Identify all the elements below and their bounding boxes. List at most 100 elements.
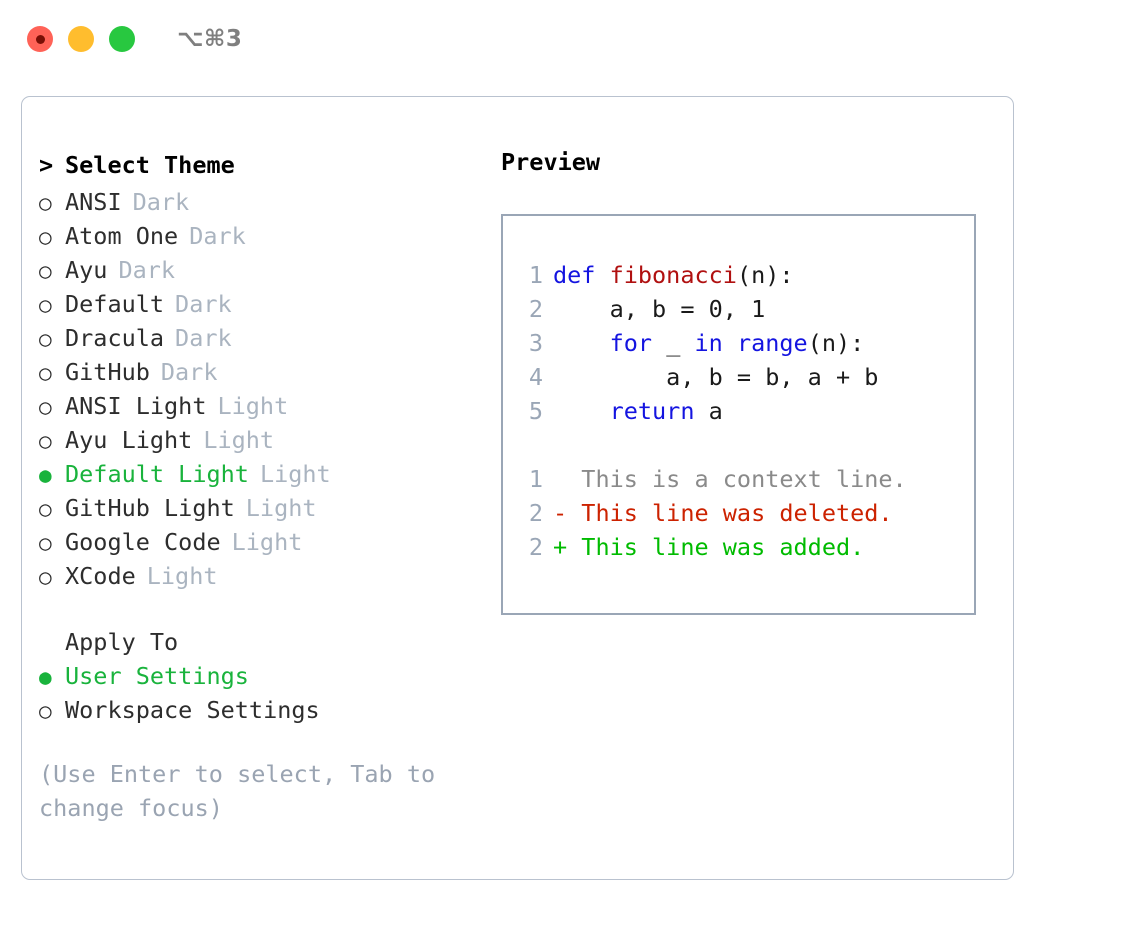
radio-selected-icon: ● bbox=[39, 665, 52, 689]
theme-option-ayu-light[interactable]: ○ Ayu Light Light bbox=[39, 423, 499, 457]
diff-line: 2 + This line was added. bbox=[503, 530, 974, 564]
keyboard-hint: (Use Enter to select, Tab to change focu… bbox=[39, 760, 436, 822]
diff-sample: 1 This is a context line. 2 - This line wa… bbox=[503, 462, 974, 564]
code-token: a, b = b, a + b bbox=[553, 363, 879, 391]
theme-option-label: Ayu Light bbox=[65, 426, 193, 454]
code-text: a, b = 0, 1 bbox=[553, 292, 766, 326]
code-token bbox=[553, 397, 610, 425]
theme-option-label: Default Light bbox=[65, 460, 249, 488]
code-diff-spacer bbox=[503, 428, 974, 462]
theme-option-label: XCode bbox=[65, 562, 136, 590]
minimize-button[interactable] bbox=[68, 26, 94, 52]
code-token: _ bbox=[666, 329, 695, 357]
theme-variant-badge: Dark bbox=[175, 324, 232, 352]
theme-option-xcode[interactable]: ○ XCode Light bbox=[39, 559, 499, 593]
code-token: return bbox=[609, 397, 709, 425]
line-number: 2 bbox=[528, 295, 543, 323]
code-text: def fibonacci(n): bbox=[553, 258, 794, 292]
diff-text: This is a context line. bbox=[553, 465, 907, 493]
theme-option-default[interactable]: ○ Default Dark bbox=[39, 287, 499, 321]
theme-option-label: Ayu bbox=[65, 256, 108, 284]
theme-option-label: Default bbox=[65, 290, 165, 318]
theme-variant-badge: Dark bbox=[118, 256, 176, 284]
apply-to-option-user-settings[interactable]: ● User Settings bbox=[39, 659, 499, 693]
theme-option-atom-one[interactable]: ○ Atom One Dark bbox=[39, 219, 499, 253]
close-button[interactable] bbox=[27, 26, 53, 52]
prompt-icon: > bbox=[39, 151, 54, 179]
code-text: return a bbox=[553, 394, 723, 428]
theme-option-label: Dracula bbox=[65, 324, 165, 352]
line-number: 4 bbox=[528, 363, 543, 391]
diff-text: + This line was added. bbox=[553, 533, 865, 561]
select-theme-label: Select Theme bbox=[65, 151, 235, 179]
line-number: 1 bbox=[528, 465, 543, 493]
apply-to-option-label: Workspace Settings bbox=[65, 696, 320, 724]
line-number: 2 bbox=[528, 499, 543, 527]
line-number: 1 bbox=[528, 261, 543, 289]
radio-unselected-icon: ○ bbox=[39, 191, 52, 215]
radio-unselected-icon: ○ bbox=[39, 395, 52, 419]
preview-title: Preview bbox=[501, 148, 601, 176]
select-theme-heading: > Select Theme bbox=[39, 145, 499, 185]
theme-option-label: Atom One bbox=[65, 222, 179, 250]
theme-variant-badge: Light bbox=[231, 528, 303, 556]
radio-unselected-icon: ○ bbox=[39, 699, 52, 723]
theme-option-label: GitHub bbox=[65, 358, 150, 386]
code-text: a, b = b, a + b bbox=[553, 360, 878, 394]
radio-unselected-icon: ○ bbox=[39, 259, 52, 283]
apply-to-option-workspace-settings[interactable]: ○ Workspace Settings bbox=[39, 693, 499, 727]
theme-variant-badge: Light bbox=[259, 460, 331, 488]
apply-to-list: ● User Settings ○ Workspace Settings bbox=[39, 659, 499, 727]
theme-variant-badge: Dark bbox=[132, 188, 190, 216]
theme-option-label: GitHub Light bbox=[65, 494, 235, 522]
line-number: 3 bbox=[528, 329, 543, 357]
close-icon bbox=[35, 34, 45, 44]
theme-option-dracula[interactable]: ○ Dracula Dark bbox=[39, 321, 499, 355]
theme-option-ayu[interactable]: ○ Ayu Dark bbox=[39, 253, 499, 287]
radio-unselected-icon: ○ bbox=[39, 225, 52, 249]
radio-unselected-icon: ○ bbox=[39, 429, 52, 453]
radio-unselected-icon: ○ bbox=[39, 497, 52, 521]
theme-option-label: ANSI Light bbox=[65, 392, 207, 420]
line-number: 2 bbox=[528, 533, 543, 561]
code-token: for bbox=[609, 329, 667, 357]
code-line: 1 def fibonacci(n): bbox=[503, 258, 974, 292]
theme-variant-badge: Dark bbox=[189, 222, 246, 250]
theme-option-default-light[interactable]: ● Default Light Light bbox=[39, 457, 499, 491]
radio-selected-icon: ● bbox=[39, 463, 52, 487]
code-line: 3 for _ in range(n): bbox=[503, 326, 974, 360]
code-token: a bbox=[708, 397, 723, 425]
radio-unselected-icon: ○ bbox=[39, 293, 52, 317]
code-token: (n): bbox=[736, 261, 794, 289]
code-line: 2 a, b = 0, 1 bbox=[503, 292, 974, 326]
radio-unselected-icon: ○ bbox=[39, 531, 52, 555]
theme-variant-badge: Dark bbox=[175, 290, 232, 318]
code-token: range bbox=[736, 329, 808, 357]
code-line: 5 return a bbox=[503, 394, 974, 428]
theme-variant-badge: Light bbox=[146, 562, 218, 590]
radio-unselected-icon: ○ bbox=[39, 327, 52, 351]
apply-to-label: Apply To bbox=[65, 628, 179, 656]
diff-text: - This line was deleted. bbox=[553, 499, 893, 527]
apply-to-option-label: User Settings bbox=[65, 662, 249, 690]
diff-line: 1 This is a context line. bbox=[503, 462, 974, 496]
code-token: fibonacci bbox=[609, 261, 737, 289]
zoom-button[interactable] bbox=[109, 26, 135, 52]
radio-unselected-icon: ○ bbox=[39, 565, 52, 589]
code-token: a, b = 0, 1 bbox=[553, 295, 766, 323]
code-token bbox=[553, 329, 610, 357]
apply-to-heading: Apply To bbox=[39, 625, 499, 659]
theme-variant-badge: Light bbox=[203, 426, 275, 454]
code-token: def bbox=[553, 261, 610, 289]
